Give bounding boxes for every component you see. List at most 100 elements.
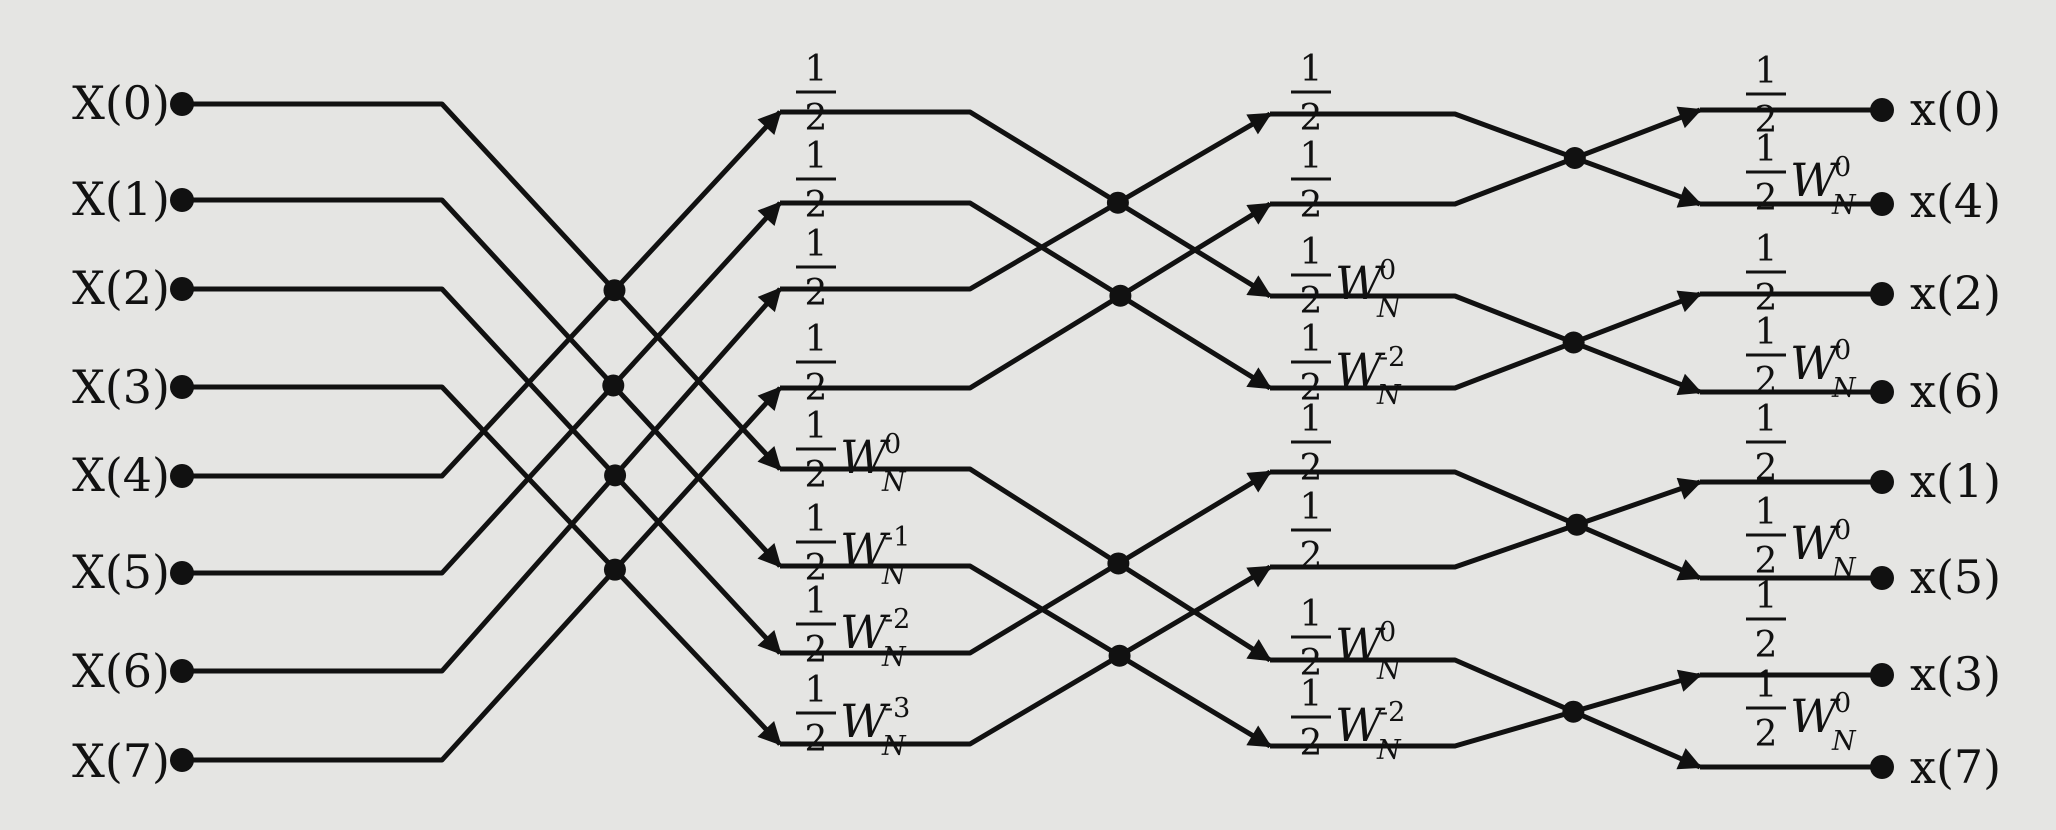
wire-stage1-6: [780, 469, 1272, 656]
svg-text:W: W: [1790, 336, 1841, 390]
output-terminal-6: [1870, 663, 1894, 687]
svg-text:1: 1: [1755, 399, 1778, 440]
svg-text:2: 2: [1755, 361, 1778, 402]
input-terminal-0: [170, 92, 194, 116]
crossing-node-s2-2: [1107, 552, 1130, 575]
svg-text:0: 0: [1834, 515, 1851, 546]
input-label-5: X(5): [72, 545, 170, 599]
svg-text:0: 0: [1834, 152, 1851, 183]
input-label-7: X(7): [72, 734, 170, 788]
svg-text:W: W: [1335, 698, 1386, 752]
svg-text:W: W: [840, 605, 891, 659]
wire-stage1-7: [780, 564, 1272, 747]
wire-stage1-0: [780, 109, 1272, 299]
svg-text:2: 2: [805, 719, 828, 760]
coefficient-stage1-1: 12: [796, 136, 836, 226]
svg-text:2: 2: [1755, 100, 1778, 141]
svg-text:2: 2: [1300, 185, 1323, 226]
svg-text:2: 2: [1755, 714, 1778, 755]
svg-text:1: 1: [1755, 229, 1778, 270]
svg-text:N: N: [881, 467, 907, 498]
wire-stage1-1: [780, 200, 1272, 391]
svg-text:-2: -2: [1379, 342, 1405, 373]
crossing-node-s1-1: [602, 374, 625, 397]
output-label-1: x(4): [1910, 174, 2001, 228]
svg-text:2: 2: [1300, 368, 1323, 409]
coefficient-stage2-5: 12: [1291, 487, 1331, 577]
svg-text:1: 1: [805, 406, 828, 447]
svg-text:2: 2: [1755, 625, 1778, 666]
wire-stage1-3: [780, 201, 1272, 391]
wire-stage1-5: [780, 563, 1272, 749]
wire-stage1-4: [780, 466, 1272, 663]
output-terminal-7: [1870, 755, 1894, 779]
coefficient-stage1-3: 12: [796, 319, 836, 409]
coefficient-stage3-4: 12: [1746, 399, 1786, 489]
wire-stage2-1: [1270, 106, 1703, 207]
output-terminal-1: [1870, 192, 1894, 216]
svg-text:W: W: [1335, 256, 1386, 310]
svg-text:1: 1: [805, 136, 828, 177]
crossing-node-s2-3: [1108, 644, 1131, 667]
wire-stage2-3: [1270, 290, 1703, 391]
crossing-node-s2-1: [1109, 284, 1132, 307]
coefficient-stage1-2: 12: [796, 224, 836, 314]
svg-text:1: 1: [1300, 319, 1323, 360]
wire-stage2-0: [1270, 111, 1703, 208]
svg-text:W: W: [1335, 343, 1386, 397]
svg-text:-2: -2: [1379, 697, 1405, 728]
coefficient-stage1-0: 12: [796, 49, 836, 139]
crossing-node-s3-0: [1563, 147, 1586, 170]
svg-text:1: 1: [1300, 399, 1323, 440]
svg-text:2: 2: [805, 98, 828, 139]
svg-text:W: W: [1335, 618, 1386, 672]
svg-text:0: 0: [1834, 688, 1851, 719]
svg-text:2: 2: [805, 273, 828, 314]
svg-text:1: 1: [1300, 487, 1323, 528]
svg-text:N: N: [1376, 735, 1402, 766]
svg-text:1: 1: [1300, 674, 1323, 715]
svg-text:W: W: [840, 523, 891, 577]
input-label-1: X(1): [72, 172, 170, 226]
output-terminal-2: [1870, 282, 1894, 306]
svg-text:1: 1: [1755, 312, 1778, 353]
svg-text:N: N: [1831, 190, 1857, 221]
wires: [182, 101, 1882, 770]
svg-text:2: 2: [805, 185, 828, 226]
svg-text:N: N: [881, 642, 907, 673]
svg-text:1: 1: [1755, 665, 1778, 706]
svg-text:1: 1: [805, 499, 828, 540]
svg-text:W: W: [1790, 689, 1841, 743]
input-label-0: X(0): [72, 76, 170, 130]
svg-text:2: 2: [1300, 536, 1323, 577]
crossing-node-s3-3: [1562, 700, 1585, 723]
svg-text:1: 1: [1300, 232, 1323, 273]
labels: X(0) X(1) X(2) X(3) X(4) X(5) X(6) X(7) …: [72, 76, 2001, 794]
svg-text:2: 2: [805, 548, 828, 589]
svg-text:2: 2: [1300, 723, 1323, 764]
svg-text:0: 0: [1834, 335, 1851, 366]
input-terminal-4: [170, 464, 194, 488]
svg-text:2: 2: [1755, 178, 1778, 219]
output-terminal-5: [1870, 566, 1894, 590]
svg-text:0: 0: [1379, 617, 1396, 648]
crossing-node-s1-0: [603, 279, 626, 302]
crossing-node-s3-2: [1565, 513, 1588, 536]
svg-text:1: 1: [1300, 594, 1323, 635]
wire-stage0-3: [182, 384, 782, 746]
wire-stage0-6: [182, 287, 782, 674]
coefficient-stage3-0: 12: [1746, 51, 1786, 141]
output-label-2: x(2): [1910, 266, 2001, 320]
svg-text:1: 1: [1755, 492, 1778, 533]
svg-text:2: 2: [1300, 281, 1323, 322]
svg-text:2: 2: [1300, 643, 1323, 684]
dots: [170, 92, 1894, 779]
coefficient-stage2-0: 12: [1291, 49, 1331, 139]
